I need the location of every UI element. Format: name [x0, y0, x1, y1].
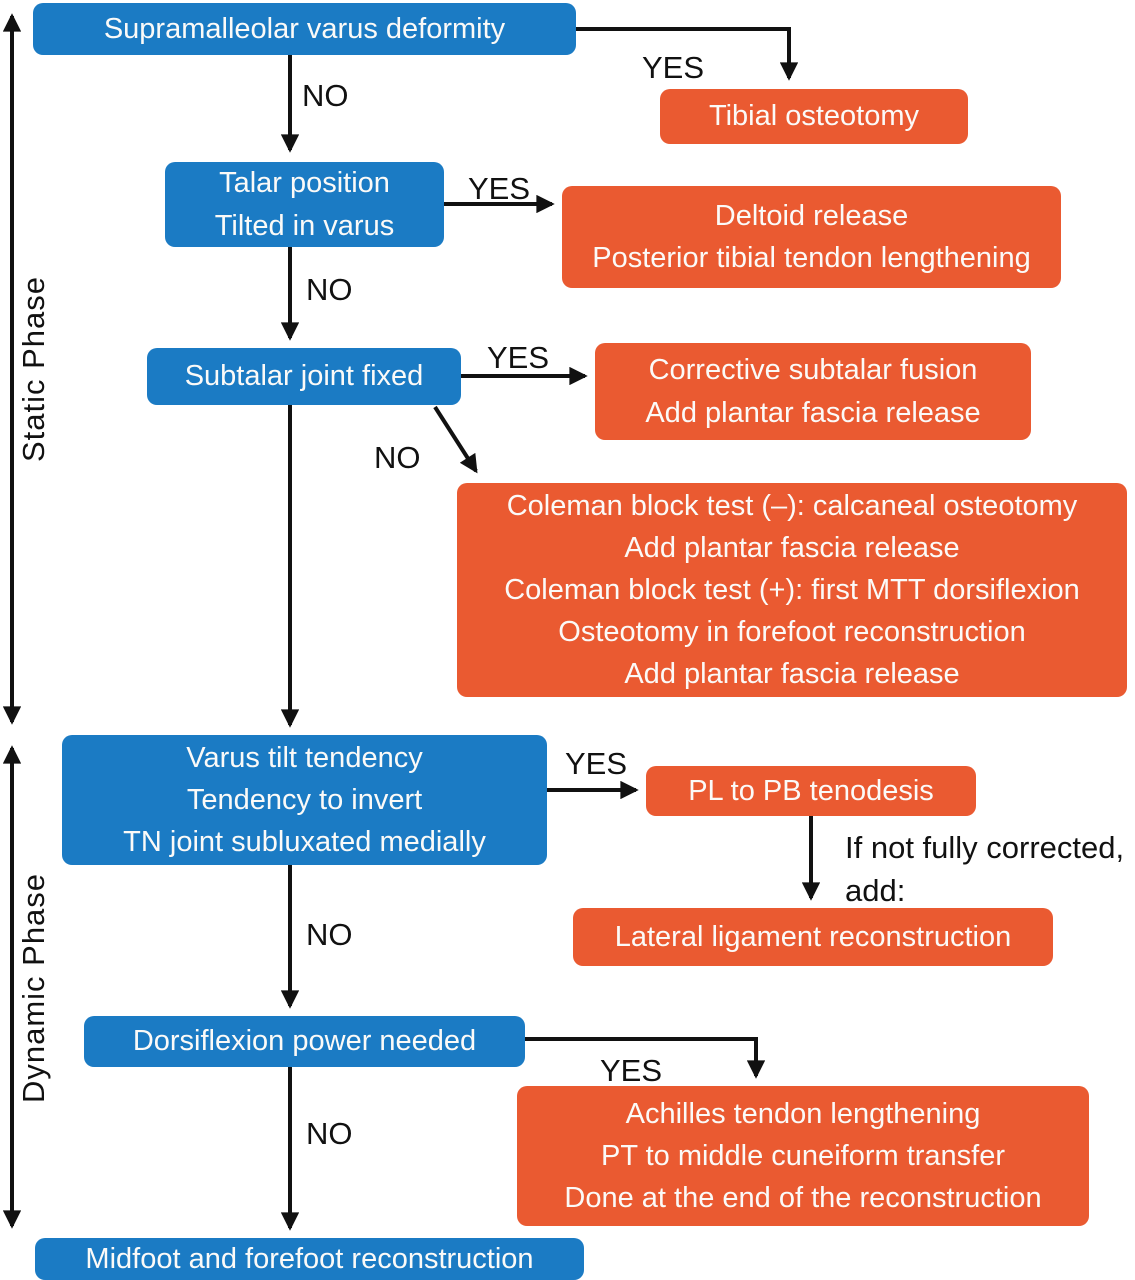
node-text: PL to PB tenodesis [688, 774, 934, 807]
node-text: Tendency to invert [186, 783, 423, 816]
node-text: Posterior tibial tendon lengthening [592, 242, 1031, 274]
node-text: Add plantar fascia release [624, 658, 960, 691]
node-text: TN joint subluxated medially [123, 826, 486, 859]
node-text: Talar position [219, 167, 390, 200]
node-text: Tilted in varus [214, 209, 395, 242]
edge-label-no-dorsiflexion: NO [306, 1116, 353, 1151]
node-text: Varus tilt tendency [186, 741, 423, 774]
action-achilles-tendon-lengthening: Achilles tendon lengthening PT to middle… [517, 1086, 1089, 1226]
arrow-subtalar-no-diagonal [433, 405, 478, 474]
dynamic-phase-label: Dynamic Phase [16, 872, 51, 1104]
node-text: Done at the end of the reconstruction [564, 1182, 1042, 1215]
decision-subtalar-joint-fixed: Subtalar joint fixed [147, 348, 461, 405]
edge-label-no-talar: NO [306, 272, 353, 307]
node-text: Osteotomy in forefoot reconstruction [558, 616, 1026, 649]
edge-note-line: add: [845, 873, 906, 909]
node-text: PT to middle cuneiform transfer [600, 1139, 1006, 1172]
node-text: Subtalar joint fixed [184, 360, 424, 393]
edge-note-if-not-corrected: If not fully corrected, add: [845, 826, 1124, 913]
action-lateral-ligament-reconstruction: Lateral ligament reconstruction [573, 908, 1053, 966]
node-text: Achilles tendon lengthening [625, 1097, 981, 1130]
action-tibial-osteotomy: Tibial osteotomy [660, 89, 968, 144]
decision-dorsiflexion-power-needed: Dorsiflexion power needed [84, 1016, 525, 1067]
static-phase-label: Static Phase [16, 275, 51, 463]
node-text: Deltoid release [714, 199, 909, 232]
edge-label-no-supramalleolar: NO [302, 78, 349, 113]
edge-label-no-subtalar: NO [374, 440, 421, 475]
edge-label-yes-subtalar: YES [487, 340, 550, 375]
edge-label-yes-supramalleolar: YES [642, 50, 705, 85]
edge-label-no-varus-tilt: NO [306, 917, 353, 952]
node-text: Add plantar fascia release [624, 531, 960, 564]
action-corrective-subtalar-fusion: Corrective subtalar fusion Add plantar f… [595, 343, 1031, 440]
node-text: Dorsiflexion power needed [132, 1025, 477, 1058]
arrow-dorsiflexion-yes-elbow [525, 1037, 766, 1079]
edge-label-yes-varus-tilt: YES [565, 746, 628, 781]
node-text: Corrective subtalar fusion [648, 354, 978, 387]
decision-talar-position: Talar position Tilted in varus [165, 162, 444, 247]
terminal-midfoot-forefoot-reconstruction: Midfoot and forefoot reconstruction [35, 1238, 584, 1280]
node-text: Supramalleolar varus deformity [103, 12, 506, 45]
action-deltoid-release: Deltoid release Posterior tibial tendon … [562, 186, 1061, 288]
arrow-supramalleolar-yes-elbow [576, 27, 799, 81]
action-coleman-block-test: Coleman block test (–): calcaneal osteot… [457, 483, 1127, 697]
decision-supramalleolar-varus-deformity: Supramalleolar varus deformity [33, 3, 576, 55]
node-text: Midfoot and forefoot reconstruction [85, 1242, 534, 1275]
decision-varus-tilt-tendency: Varus tilt tendency Tendency to invert T… [62, 735, 547, 865]
node-text: Coleman block test (–): calcaneal osteot… [506, 489, 1078, 522]
node-text: Coleman block test (+): first MTT dorsif… [504, 573, 1080, 606]
edge-label-yes-dorsiflexion: YES [600, 1053, 663, 1088]
node-text: Tibial osteotomy [708, 100, 920, 133]
node-text: Add plantar fascia release [645, 396, 981, 429]
edge-note-line: If not fully corrected, [845, 830, 1125, 865]
action-pl-to-pb-tenodesis: PL to PB tenodesis [646, 766, 976, 816]
node-text: Lateral ligament reconstruction [614, 920, 1012, 953]
edge-label-yes-talar: YES [468, 171, 531, 206]
